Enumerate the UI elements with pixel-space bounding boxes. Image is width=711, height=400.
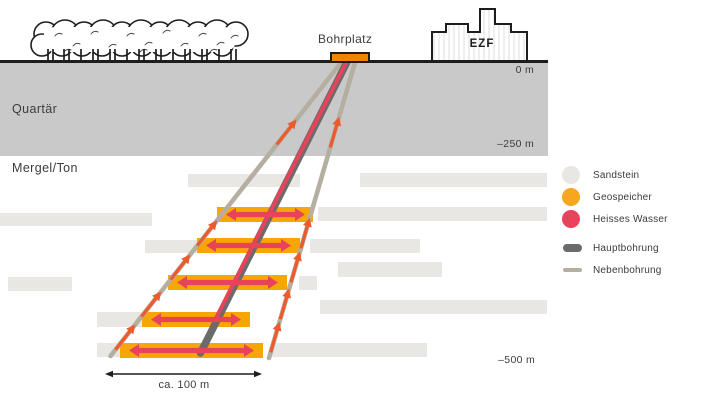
- flow-arrow-head: [152, 291, 162, 302]
- geospeicher-swatch: [562, 188, 580, 206]
- legend-label: Sandstein: [593, 169, 640, 181]
- legend-label: Hauptbohrung: [593, 242, 659, 254]
- depth-0m-label: 0 m: [515, 64, 534, 76]
- scale-length-label: ca. 100 m: [158, 379, 210, 391]
- flow-arrow-shaft: [275, 123, 294, 146]
- flow-arrows: [114, 116, 342, 353]
- tree-squiggle: [126, 32, 135, 37]
- flow-arrow-head: [126, 324, 136, 335]
- band-arrow-head-left: [151, 313, 161, 326]
- flow-arrow-head: [303, 217, 312, 228]
- ezf-building-outline: [431, 8, 528, 62]
- heisses-wasser-swatch: [562, 210, 580, 228]
- legend-item-geospeicher: Geospeicher: [562, 186, 668, 208]
- flow-arrow-shaft: [278, 294, 289, 320]
- tree-squiggle: [90, 30, 99, 35]
- legend-item-nebenbohrung: Nebenbohrung: [562, 259, 668, 281]
- flow-arrow-shaft: [328, 122, 339, 148]
- ezf-building-label: EZF: [469, 38, 495, 50]
- band-arrow-head-right: [281, 239, 291, 252]
- sandstone-layer: [320, 300, 547, 314]
- tree-squiggle: [162, 29, 171, 34]
- tree-squiggle: [108, 43, 117, 48]
- legend-item-sandstein: Sandstein: [562, 164, 668, 186]
- flow-arrow-shaft: [114, 328, 133, 351]
- tree-squiggle: [209, 48, 218, 53]
- flow-arrow-head: [287, 119, 297, 130]
- flow-arrow-shaft: [269, 327, 280, 353]
- sandstone-layer: [0, 213, 152, 226]
- lateral-borehole-tip: [108, 353, 113, 359]
- band-arrow-head-left: [177, 276, 187, 289]
- flow-arrow-head: [282, 288, 291, 299]
- depth-250m-label: –250 m: [497, 138, 534, 150]
- lateral-borehole-tip: [266, 355, 272, 361]
- band-arrow-head-right: [231, 313, 241, 326]
- hot-water-core: [214, 57, 351, 319]
- bohrplatz-pad: [330, 52, 370, 63]
- bohrplatz-label: Bohrplatz: [318, 32, 373, 46]
- sandstone-layer: [318, 207, 547, 221]
- tree-canopy-fill: [43, 27, 236, 52]
- band-arrow-head-left: [129, 344, 139, 357]
- flow-arrow-head: [207, 220, 218, 231]
- tree-squiggle: [144, 41, 153, 46]
- quartaer-layer-label: Quartär: [12, 102, 58, 116]
- flow-arrow-shaft: [196, 224, 215, 247]
- sandstone-layer: [299, 276, 317, 290]
- flow-arrow-shaft: [299, 223, 310, 249]
- nebenbohrung-swatch: [563, 268, 582, 272]
- scale-arrow: [105, 370, 262, 378]
- band-arrow-head-left: [206, 239, 216, 252]
- band-flow-arrows: [129, 208, 305, 357]
- flow-arrow-head: [181, 254, 191, 265]
- legend-item-heisses-wasser: Heisses Wasser: [562, 208, 668, 230]
- hauptbohrung-swatch: [563, 244, 582, 252]
- band-arrow-head-right: [244, 344, 254, 357]
- flow-arrow-head: [293, 251, 302, 262]
- flow-arrow-head: [272, 321, 282, 332]
- trees: [30, 19, 249, 61]
- depth-500m-label: –500 m: [498, 354, 535, 366]
- sandstone-layer: [8, 277, 72, 291]
- flow-arrow-shaft: [289, 257, 300, 283]
- legend-label: Nebenbohrung: [593, 264, 662, 276]
- sandstone-layer: [310, 239, 420, 253]
- flow-arrow-shaft: [169, 258, 188, 281]
- tree-squiggle: [72, 42, 81, 47]
- flow-arrow-head: [332, 116, 342, 127]
- legend-label: Geospeicher: [593, 191, 652, 203]
- legend-item-hauptbohrung: Hauptbohrung: [562, 237, 668, 259]
- flow-arrow-shaft: [140, 295, 159, 318]
- scale-arrow-head-right: [254, 370, 262, 378]
- sandstone-layer: [360, 173, 547, 187]
- legend-label: Heisses Wasser: [593, 213, 668, 225]
- band-arrow-head-left: [226, 208, 236, 221]
- tree-squiggle: [216, 41, 225, 46]
- sandstone-layer: [272, 343, 427, 357]
- sandstein-swatch: [562, 166, 580, 184]
- sandstone-layer: [188, 174, 300, 187]
- band-arrow-head-right: [295, 208, 305, 221]
- tree-squiggle: [54, 32, 63, 37]
- sandstone-layer: [338, 262, 442, 277]
- mergel-ton-layer-label: Mergel/Ton: [12, 161, 78, 175]
- quartaer-band: [0, 63, 548, 156]
- ezf-building: [431, 8, 528, 62]
- tree-squiggle: [230, 34, 239, 39]
- band-arrow-head-right: [268, 276, 278, 289]
- tree-squiggle: [180, 42, 189, 47]
- tree-squiggle: [198, 32, 207, 37]
- scale-arrow-head-left: [105, 370, 113, 378]
